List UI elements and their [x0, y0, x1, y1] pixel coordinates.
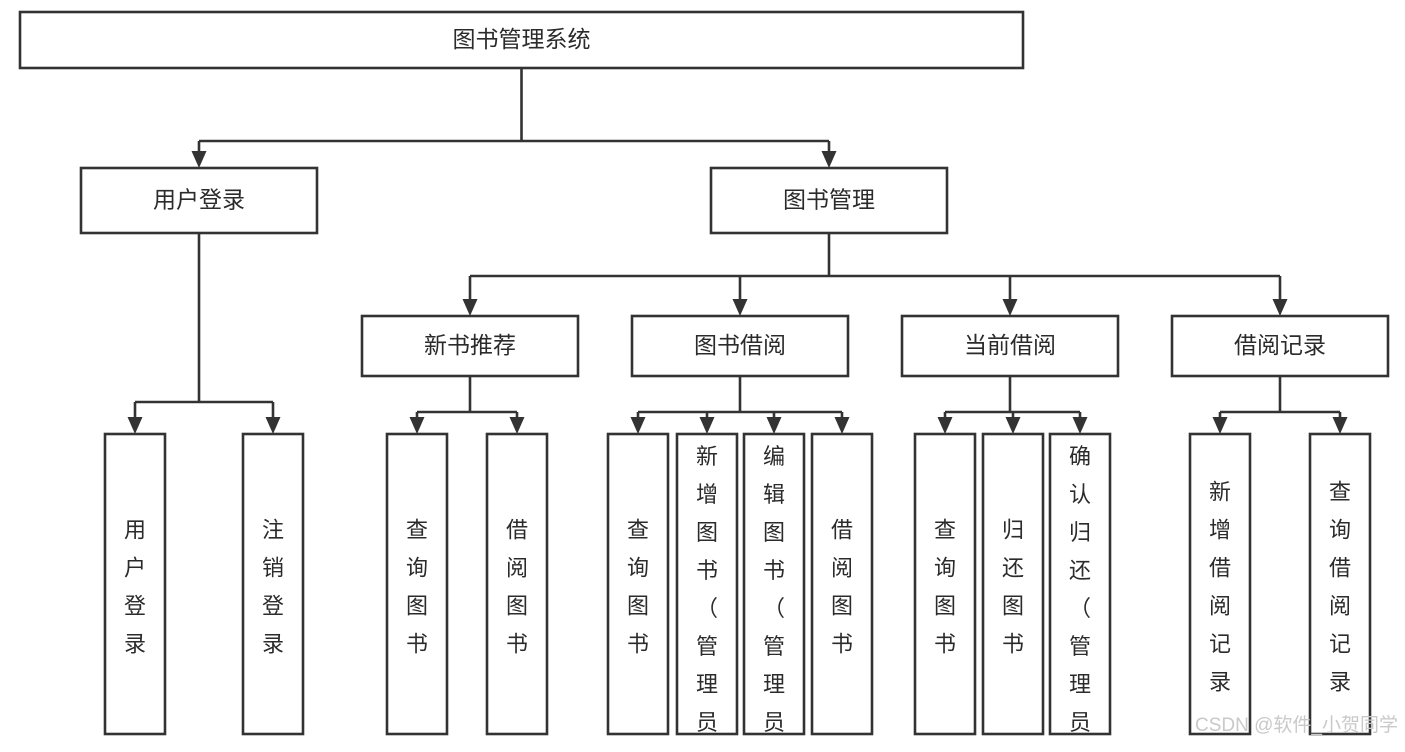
node-current-borrow-label: 当前借阅 — [964, 332, 1056, 358]
node-leaf-add-record[interactable]: 新增借阅记录 — [1188, 432, 1252, 736]
node-leaf-query-book-1[interactable]: 查询图书 — [385, 432, 449, 736]
node-borrow-record[interactable]: 借阅记录 — [1170, 314, 1390, 378]
arrow-to-leaf-logout — [265, 417, 281, 434]
node-book-borrow-label: 图书借阅 — [694, 332, 786, 358]
node-borrow-record-rect — [1170, 314, 1390, 378]
node-system-title-label: 图书管理系统 — [453, 26, 591, 52]
node-book-management-rect — [709, 166, 949, 235]
arrow-to-leaf-query-record — [1332, 417, 1348, 434]
node-book-management-label: 图书管理 — [783, 187, 875, 213]
node-leaf-add-record-label: 新增借阅记录 — [1209, 480, 1231, 695]
csdn-watermark: CSDN @软件_小贺同学 — [1195, 714, 1398, 736]
connector-lines — [127, 68, 1348, 434]
node-leaf-query-record[interactable]: 查询借阅记录 — [1308, 432, 1372, 736]
node-book-borrow-rect — [630, 314, 850, 378]
node-leaf-add-book[interactable]: 新增图书（管理员） — [675, 432, 739, 752]
node-leaf-logout[interactable]: 注销登录 — [241, 432, 305, 736]
node-book-borrow[interactable]: 图书借阅 — [630, 314, 850, 378]
arrow-to-leaf-borrow-book-2 — [834, 417, 850, 434]
node-leaf-borrow-book-1-rect — [485, 432, 549, 736]
arrow-to-borrow-record — [1272, 299, 1288, 316]
node-leaf-query-book-1-rect — [385, 432, 449, 736]
arrow-to-user-login — [191, 151, 207, 168]
node-leaf-return-book-rect — [981, 432, 1045, 736]
node-boxes: 图书管理系统用户登录图书管理新书推荐图书借阅当前借阅借阅记录用户登录注销登录查询… — [18, 10, 1390, 752]
arrow-to-leaf-add-record — [1212, 417, 1228, 434]
node-leaf-query-book-2-label: 查询图书 — [627, 518, 649, 657]
node-leaf-user-login[interactable]: 用户登录 — [103, 432, 167, 736]
arrow-to-leaf-user-login — [127, 417, 143, 434]
node-user-login-rect — [79, 166, 319, 235]
arrow-to-leaf-query-book-1 — [409, 417, 425, 434]
node-new-book-recommend[interactable]: 新书推荐 — [360, 314, 580, 378]
arrow-to-leaf-edit-book — [766, 417, 782, 434]
node-new-book-recommend-label: 新书推荐 — [424, 332, 516, 358]
node-leaf-confirm-return[interactable]: 确认归还（管理员） — [1048, 432, 1112, 752]
arrow-to-leaf-borrow-book-1 — [509, 417, 525, 434]
node-book-management[interactable]: 图书管理 — [709, 166, 949, 235]
node-leaf-borrow-book-2-rect — [810, 432, 874, 736]
arrow-to-leaf-confirm-return — [1072, 417, 1088, 434]
arrow-to-leaf-query-book-3 — [937, 417, 953, 434]
node-leaf-borrow-book-2-label: 借阅图书 — [831, 518, 853, 657]
arrow-to-leaf-add-book — [699, 417, 715, 434]
node-leaf-query-book-2-rect — [606, 432, 670, 736]
node-leaf-confirm-return-rect — [1048, 432, 1112, 736]
node-leaf-return-book[interactable]: 归还图书 — [981, 432, 1045, 736]
node-leaf-user-login-label: 用户登录 — [124, 518, 146, 657]
arrow-to-leaf-return-book — [1005, 417, 1021, 434]
node-system-title-rect — [18, 10, 1025, 70]
node-leaf-add-book-label: 新增图书（管理员） — [696, 444, 718, 747]
node-user-login-label: 用户登录 — [153, 187, 245, 213]
node-current-borrow[interactable]: 当前借阅 — [900, 314, 1120, 378]
arrow-to-book-management — [821, 151, 837, 168]
node-leaf-edit-book[interactable]: 编辑图书（管理员） — [742, 432, 806, 752]
node-leaf-query-book-2[interactable]: 查询图书 — [606, 432, 670, 736]
arrow-to-new-book-recommend — [462, 299, 478, 316]
node-current-borrow-rect — [900, 314, 1120, 378]
node-leaf-borrow-book-1-label: 借阅图书 — [506, 518, 528, 657]
node-leaf-query-record-rect — [1308, 432, 1372, 736]
node-leaf-edit-book-rect — [742, 432, 806, 736]
node-leaf-confirm-return-label: 确认归还（管理员） — [1069, 444, 1091, 747]
node-leaf-query-record-label: 查询借阅记录 — [1329, 480, 1351, 695]
node-new-book-recommend-rect — [360, 314, 580, 378]
arrow-to-leaf-query-book-2 — [630, 417, 646, 434]
node-leaf-borrow-book-1[interactable]: 借阅图书 — [485, 432, 549, 736]
node-leaf-user-login-rect — [103, 432, 167, 736]
node-leaf-add-book-rect — [675, 432, 739, 736]
node-leaf-logout-label: 注销登录 — [262, 518, 284, 657]
node-leaf-return-book-label: 归还图书 — [1002, 518, 1024, 657]
node-leaf-add-record-rect — [1188, 432, 1252, 736]
node-system-title[interactable]: 图书管理系统 — [18, 10, 1025, 70]
node-leaf-query-book-3-label: 查询图书 — [934, 518, 956, 657]
node-leaf-query-book-3[interactable]: 查询图书 — [913, 432, 977, 736]
node-leaf-borrow-book-2[interactable]: 借阅图书 — [810, 432, 874, 736]
arrow-to-current-borrow — [1002, 299, 1018, 316]
arrow-to-book-borrow — [732, 299, 748, 316]
node-leaf-query-book-3-rect — [913, 432, 977, 736]
node-user-login[interactable]: 用户登录 — [79, 166, 319, 235]
node-leaf-query-book-1-label: 查询图书 — [406, 518, 428, 657]
node-borrow-record-label: 借阅记录 — [1234, 332, 1326, 358]
node-leaf-logout-rect — [241, 432, 305, 736]
